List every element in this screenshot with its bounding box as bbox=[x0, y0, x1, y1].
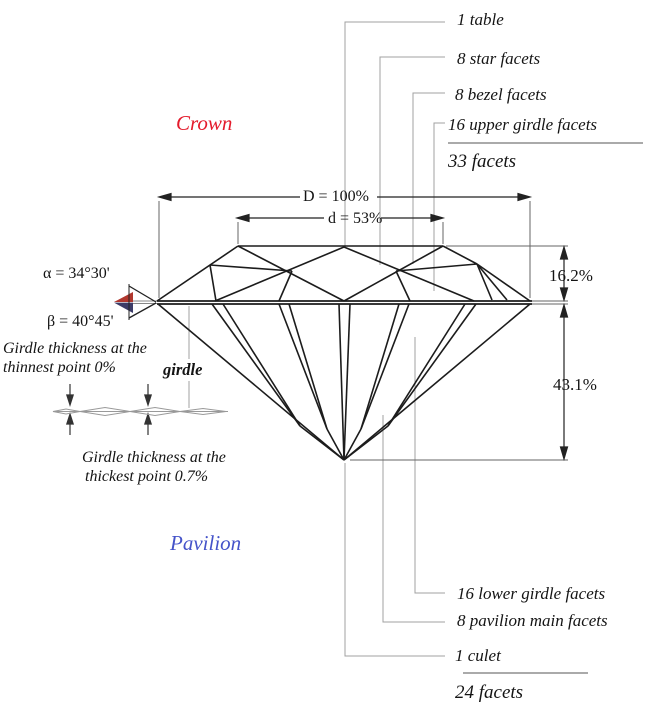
arrow-d-left bbox=[234, 213, 250, 223]
crown-facet-lines bbox=[156, 245, 531, 302]
alpha-angle-wedge bbox=[114, 292, 133, 302]
leader-table bbox=[344, 21, 445, 247]
callout-culet: 1 culet bbox=[455, 646, 501, 665]
arrow-D-right bbox=[517, 192, 533, 202]
total-underlines bbox=[448, 142, 643, 674]
pavilion-facets-total: 24 facets bbox=[455, 682, 524, 703]
arrow-pavdepth-bottom bbox=[559, 446, 569, 462]
callout-leader-lines bbox=[188, 21, 445, 657]
leader-lower-girdle-facets bbox=[414, 337, 445, 594]
diamond-drawing bbox=[156, 245, 532, 461]
leader-star-facets bbox=[379, 56, 445, 265]
table-dimension-label: d = 53% bbox=[328, 210, 383, 227]
callout-bezel-facets: 8 bezel facets bbox=[455, 85, 547, 104]
girdle-thinnest-note-line1: Girdle thickness at the bbox=[3, 340, 147, 357]
leader-upper-girdle-facets bbox=[433, 122, 445, 291]
crown-section-label: Crown bbox=[176, 111, 233, 135]
crown-height-percvalue: 16.2% bbox=[549, 266, 593, 285]
girdle-label: girdle bbox=[161, 360, 205, 380]
arrow-crownheight-bottom bbox=[559, 287, 569, 303]
crown-facets-total: 33 facets bbox=[448, 151, 517, 172]
diameter-dimension-label: D = 100% bbox=[303, 188, 369, 205]
leader-bezel-facets bbox=[412, 92, 445, 264]
arrow-D-left bbox=[156, 192, 172, 202]
arrow-d-right bbox=[430, 213, 446, 223]
callout-star-facets: 8 star facets bbox=[457, 49, 541, 68]
leader-pavilion-main-facets bbox=[382, 415, 445, 623]
pavilion-angle-label: β = 40°45' bbox=[47, 313, 114, 330]
pavilion-section-label: Pavilion bbox=[170, 531, 242, 555]
callout-pavilion-main-facets: 8 pavilion main facets bbox=[457, 611, 608, 630]
pavilion-depth-percvalue: 43.1% bbox=[553, 375, 597, 394]
crown-angle-label: α = 34°30' bbox=[43, 265, 110, 282]
pavilion-facet-lines bbox=[157, 303, 531, 461]
callout-lower-girdle-facets: 16 lower girdle facets bbox=[457, 584, 606, 603]
girdle-strip-diagram bbox=[52, 406, 228, 417]
girdle-thinnest-note-line2: thinnest point 0% bbox=[3, 359, 116, 376]
callout-upper-girdle-facets: 16 upper girdle facets bbox=[448, 115, 598, 134]
arrow-crownheight-top bbox=[559, 244, 569, 260]
beta-angle-wedge bbox=[114, 302, 133, 313]
girdle-thickest-note-line1: Girdle thickness at the bbox=[82, 449, 226, 466]
dimension-lines bbox=[156, 192, 569, 462]
angle-indicator bbox=[114, 284, 157, 320]
girdle-thickest-note-line2: thickest point 0.7% bbox=[85, 468, 209, 485]
arrow-pavdepth-top bbox=[559, 302, 569, 318]
callout-table: 1 table bbox=[457, 10, 504, 29]
leader-culet bbox=[344, 463, 445, 657]
girdle-thickness-arrows bbox=[65, 384, 153, 435]
witness-lines bbox=[158, 201, 568, 461]
